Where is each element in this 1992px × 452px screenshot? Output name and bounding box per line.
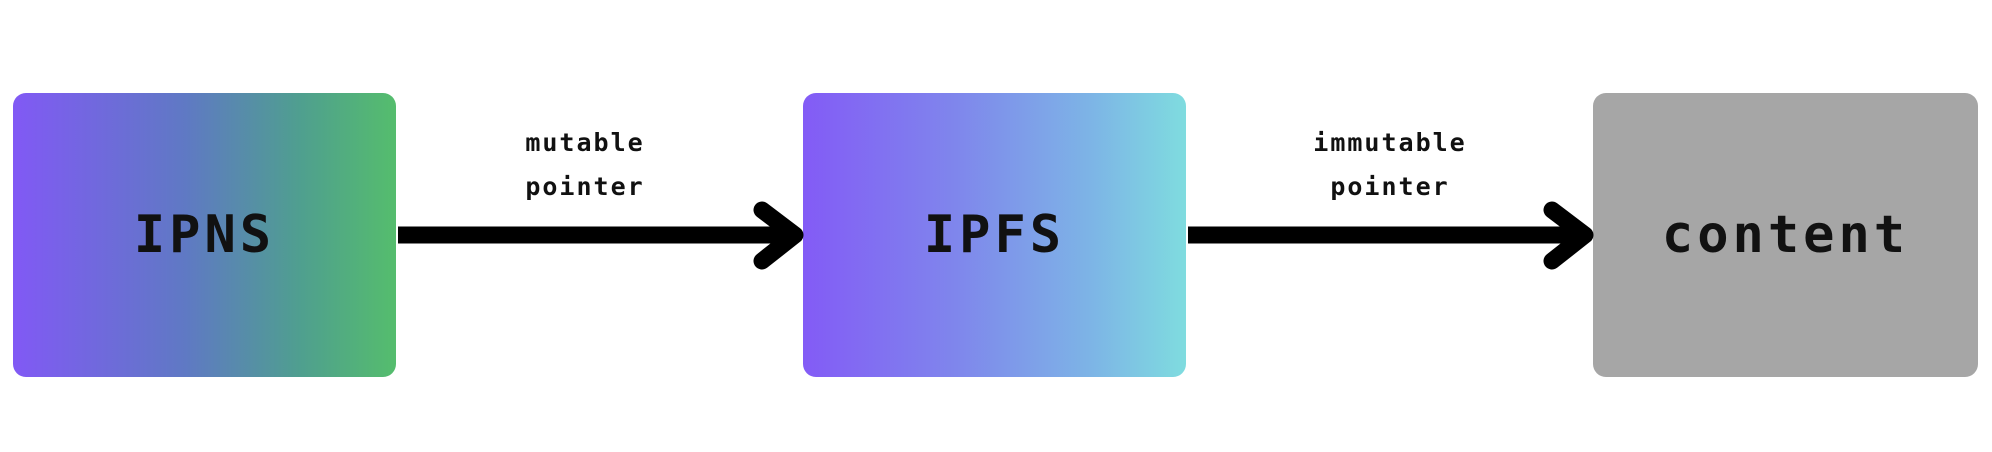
ipfs-box: IPFS bbox=[803, 93, 1186, 377]
ipfs-label: IPFS bbox=[923, 205, 1066, 265]
ipns-box: IPNS bbox=[13, 93, 396, 377]
content-box: content bbox=[1593, 93, 1978, 377]
arrow-ipns-to-ipfs bbox=[398, 201, 804, 270]
ipns-label: IPNS bbox=[133, 205, 276, 265]
arrow-head bbox=[753, 201, 804, 270]
arrow-head bbox=[1543, 201, 1594, 270]
content-label: content bbox=[1661, 205, 1910, 265]
mutable-pointer-label: mutable pointer bbox=[525, 128, 645, 201]
arrow-ipfs-to-content bbox=[1188, 201, 1594, 270]
immutable-pointer-label: immutable pointer bbox=[1313, 128, 1467, 201]
